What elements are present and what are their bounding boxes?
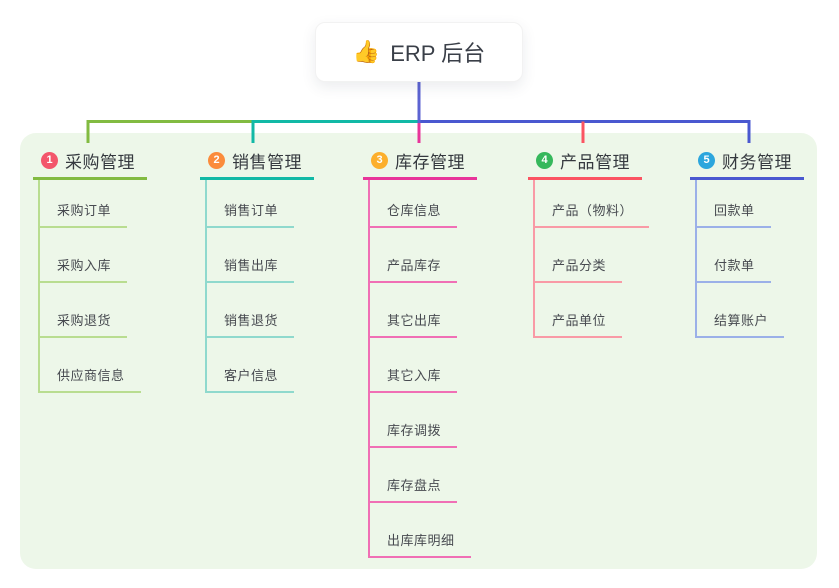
branch-number-badge: 3 [371,151,388,169]
root-node[interactable]: 👍 ERP 后台 [315,22,523,82]
child-node[interactable]: 仓库信息 [370,180,458,228]
child-node[interactable]: 采购入库 [40,228,128,283]
branch-number-badge: 1 [41,151,58,169]
branch-title-label: 财务管理 [722,152,792,172]
child-node[interactable]: 产品单位 [535,283,623,338]
child-node[interactable]: 结算账户 [697,283,785,338]
child-node[interactable]: 其它入库 [370,338,458,393]
child-node[interactable]: 其它出库 [370,283,458,338]
child-node[interactable]: 产品库存 [370,228,458,283]
child-node[interactable]: 供应商信息 [40,338,141,393]
branch-title-label: 销售管理 [232,152,302,172]
child-node[interactable]: 销售出库 [207,228,295,283]
branch-number-badge: 2 [208,151,225,169]
child-node[interactable]: 出库库明细 [370,503,471,558]
branch-node[interactable]: 2 销售管理 [200,146,314,180]
thumbs-up-icon: 👍 [352,39,381,64]
child-node[interactable]: 产品（物料） [535,180,650,228]
branch-children: 回款单 付款单 结算账户 [695,180,785,338]
branch-number-badge: 4 [536,151,553,169]
root-node-label: ERP 后台 [390,41,486,66]
child-node[interactable]: 销售订单 [207,180,295,228]
branch-finance: 5 财务管理 回款单 付款单 结算账户 [690,146,804,338]
branch-node[interactable]: 4 产品管理 [528,146,642,180]
branch-title-label: 采购管理 [65,152,135,172]
branch-purchase: 1 采购管理 采购订单 采购入库 采购退货 供应商信息 [33,146,147,393]
branch-children: 产品（物料） 产品分类 产品单位 [533,180,650,338]
branch-inventory: 3 库存管理 仓库信息 产品库存 其它出库 其它入库 库存调拨 库存盘点 出库库… [363,146,477,558]
child-node[interactable]: 采购退货 [40,283,128,338]
child-node[interactable]: 库存调拨 [370,393,458,448]
branch-children: 采购订单 采购入库 采购退货 供应商信息 [38,180,141,393]
branch-title-label: 库存管理 [395,152,465,172]
branch-sales: 2 销售管理 销售订单 销售出库 销售退货 客户信息 [200,146,314,393]
child-node[interactable]: 产品分类 [535,228,623,283]
branch-node[interactable]: 1 采购管理 [33,146,147,180]
branch-number-badge: 5 [698,151,715,169]
child-node[interactable]: 回款单 [697,180,771,228]
child-node[interactable]: 销售退货 [207,283,295,338]
child-node[interactable]: 库存盘点 [370,448,458,503]
branch-children: 仓库信息 产品库存 其它出库 其它入库 库存调拨 库存盘点 出库库明细 [368,180,471,558]
child-node[interactable]: 客户信息 [207,338,295,393]
branch-title-label: 产品管理 [560,152,630,172]
branch-product: 4 产品管理 产品（物料） 产品分类 产品单位 [528,146,650,338]
child-node[interactable]: 采购订单 [40,180,128,228]
mindmap-background-panel [20,133,817,569]
branch-node[interactable]: 5 财务管理 [690,146,804,180]
branch-children: 销售订单 销售出库 销售退货 客户信息 [205,180,295,393]
branch-node[interactable]: 3 库存管理 [363,146,477,180]
child-node[interactable]: 付款单 [697,228,771,283]
